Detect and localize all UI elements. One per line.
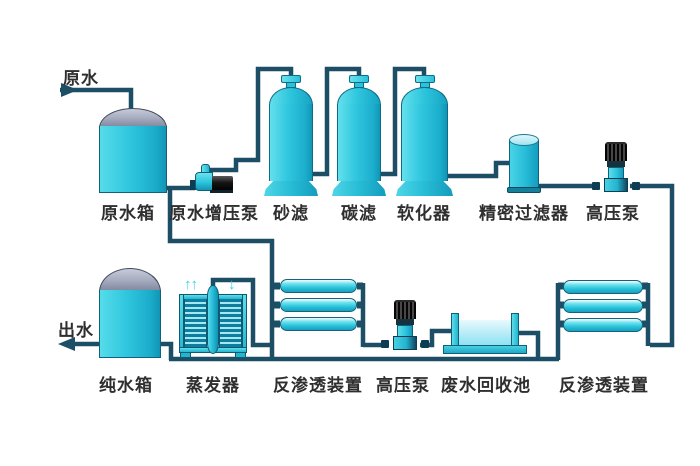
pool-right-wall [511,313,519,347]
pipe-pool-to-ro2 [517,330,541,358]
flow-arrow-right-icon [61,83,78,97]
pump-motor [394,300,416,319]
tank-dome [99,268,161,292]
raw-water-tank [99,108,167,193]
evaporator-right-rail [242,294,247,353]
vessel-shoulder [337,87,381,105]
carbon-filter-label: 碳滤 [341,204,377,223]
pump-outlet-flange [421,340,429,348]
ro-membrane-cylinder [280,317,357,331]
pool-base [443,345,527,354]
flow-arrow-left-icon [58,337,75,351]
pump-inlet-flange [190,180,196,190]
booster-pump-label: 原水增压泵 [169,204,259,223]
pump-collar [396,319,414,325]
pipe-sand-to-carbon [312,66,362,177]
vessel-shoulder [269,87,313,105]
pipe-pump1-to-ro2 [630,183,675,348]
pipe-puretank-right [158,341,174,360]
evaporator: ↑↑ ↓ [178,276,248,358]
pump-inlet-flange [592,182,600,190]
waste-water-pool-label: 废水回收池 [441,376,531,395]
ro-membrane-cylinder [563,280,643,294]
softener [396,75,453,196]
vessel-body [337,104,381,181]
filter-top [509,134,539,146]
raw-water-inlet-label: 原水 [63,69,99,88]
pure-water-tank-label: 纯水箱 [99,376,153,395]
ro1-stubs [272,282,363,328]
filter-body [509,140,539,189]
evaporator-label: 蒸发器 [186,376,240,395]
raw-water-tank-label: 原水箱 [101,204,155,223]
high-pressure-pump-1-label: 高压泵 [586,204,640,223]
pure-water-tank [99,268,161,358]
vessel-body [269,104,313,181]
sand-filter [264,75,318,196]
pump-collar [607,161,625,167]
tank-body [99,290,161,358]
evaporator-fins-left [184,299,207,348]
ro-unit-2 [563,280,643,332]
pump-head [195,172,213,191]
pump-outlet-flange [632,182,640,190]
ro-unit-1-label: 反渗透装置 [273,376,363,395]
pump-flange [393,336,417,350]
filter-base [507,187,541,193]
ro-membrane-cylinder [563,299,643,313]
pipe-booster-to-sand [207,66,294,173]
pump-inlet-flange [381,340,389,348]
vessel-skirt [264,181,318,196]
waste-water-pool [443,311,527,355]
high-pressure-pump-1 [591,142,641,194]
carbon-filter [332,75,386,196]
pool-left-wall [451,313,459,347]
ro-unit-2-label: 反渗透装置 [559,376,649,395]
tank-dome [99,108,167,128]
precision-filter-label: 精密过滤器 [479,204,569,223]
pipe-raw-inlet [60,87,134,113]
sand-filter-label: 砂滤 [273,204,309,223]
vessel-skirt [396,181,453,196]
pipe-branch-and-ro1-left-manifold [167,186,275,359]
vessel-body [401,104,448,181]
high-pressure-pump-2 [380,300,430,352]
vessel-skirt [332,181,386,196]
pump-motor [212,176,233,191]
evaporator-foot [180,352,191,358]
evaporator-fins-right [219,299,242,348]
pipe-evaporator-link [210,277,271,348]
tank-body [99,126,167,193]
softener-label: 软化器 [397,204,451,223]
high-pressure-pump-2-label: 高压泵 [376,376,430,395]
vessel-shoulder [401,87,448,105]
ro2-stubs [558,282,648,328]
precision-filter [507,134,541,194]
ro-membrane-cylinder [563,318,643,332]
vapor-up-icon: ↑↑ [184,276,198,293]
pipe-carbon-to-softener [380,66,427,177]
pump-base [210,190,233,193]
pool-water [459,320,511,345]
ro-unit-1 [280,279,357,331]
ro-membrane-cylinder [280,298,357,312]
evaporator-foot [235,352,246,358]
outlet-water-label: 出水 [58,321,94,340]
pump-flange [604,178,628,192]
booster-pump [190,162,236,195]
pipe-softener-to-precision [447,160,510,179]
vapor-down-icon: ↓ [228,276,235,293]
evaporator-core [207,285,219,354]
pump-motor [605,142,627,161]
ro-membrane-cylinder [280,279,357,293]
